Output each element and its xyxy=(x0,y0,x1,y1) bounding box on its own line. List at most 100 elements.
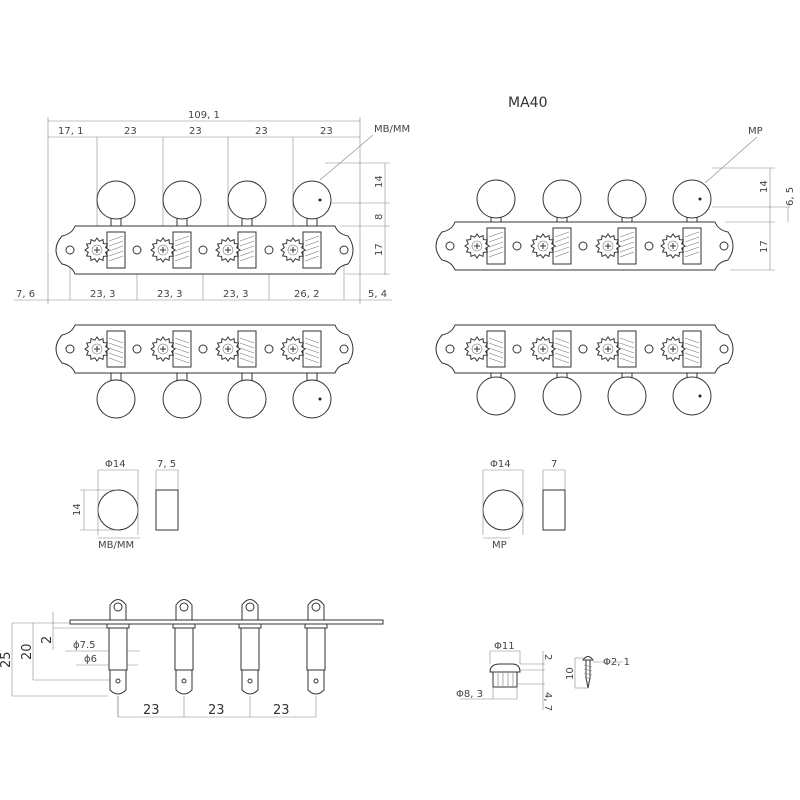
bushing-d11: Φ11 xyxy=(494,641,515,652)
callout-mp: MP xyxy=(748,126,763,137)
mount-hole xyxy=(719,344,729,354)
tuner xyxy=(215,180,267,269)
tuner-button xyxy=(476,179,516,219)
mbmm-height: 14 xyxy=(72,503,83,516)
mount-hole xyxy=(512,241,522,251)
mount-hole xyxy=(264,245,274,255)
dim-top-2: 23 xyxy=(189,126,202,137)
top-right-dimensions: MP 14 6, 5 17 xyxy=(704,126,796,271)
tuner xyxy=(150,180,202,269)
mbmm-diameter: Φ14 xyxy=(105,459,126,470)
mp-diameter: Φ14 xyxy=(490,459,511,470)
dim-bot-1: 23, 3 xyxy=(90,289,115,300)
mbmm-label: MB/MM xyxy=(98,540,134,551)
tuner xyxy=(530,330,582,416)
dim-v-1: 8 xyxy=(374,214,385,220)
tuner xyxy=(84,180,136,269)
dim-bot-5: 5, 4 xyxy=(368,289,387,300)
tuner xyxy=(660,179,712,265)
mount-hole xyxy=(719,241,729,251)
callout-mbmm: MB/MM xyxy=(374,124,410,135)
mount-hole xyxy=(644,241,654,251)
mount-hole xyxy=(445,241,455,251)
mount-hole xyxy=(578,241,588,251)
side-post xyxy=(304,599,328,717)
side-d75: ϕ7.5 xyxy=(73,640,96,651)
tuner-button xyxy=(162,379,202,419)
mount-hole xyxy=(132,245,142,255)
mp-thickness: 7 xyxy=(551,459,557,470)
tuner xyxy=(530,179,582,265)
side-sp-2: 23 xyxy=(273,703,290,718)
dim-top-1: 23 xyxy=(124,126,137,137)
dim-bot-4: 26, 2 xyxy=(294,289,319,300)
button-detail-mbmm: Φ14 7, 5 14 MB/MM xyxy=(72,459,179,551)
side-h20: 20 xyxy=(20,643,35,660)
tuner-strip xyxy=(435,179,734,271)
tuner xyxy=(280,330,332,419)
tuner-button xyxy=(96,180,136,220)
mount-hole xyxy=(132,344,142,354)
mount-hole xyxy=(339,344,349,354)
mbmm-thickness: 7, 5 xyxy=(157,459,176,470)
bushing-h2: 2 xyxy=(542,654,553,660)
dim-overall: 109, 1 xyxy=(188,110,220,121)
tuner xyxy=(464,330,516,416)
dim-v-2: 17 xyxy=(374,243,385,256)
tuner-strip xyxy=(435,324,734,416)
tuner-button xyxy=(607,376,647,416)
dim-r-v-1: 6, 5 xyxy=(785,187,796,206)
mount-hole xyxy=(512,344,522,354)
tuner-button xyxy=(292,180,332,220)
bushing-h47: 4, 7 xyxy=(542,692,553,711)
mount-hole xyxy=(445,344,455,354)
tuner-button xyxy=(672,376,712,416)
tuner-button xyxy=(292,379,332,419)
side-view: 25 20 2 ϕ7.5 ϕ6 23 23 23 xyxy=(0,599,384,718)
tuner xyxy=(84,330,136,419)
bushing-d83: Φ8, 3 xyxy=(456,689,483,700)
tuner-button xyxy=(542,179,582,219)
screw-len: 10 xyxy=(565,667,576,680)
button-detail-mp: Φ14 7 MP xyxy=(482,459,566,551)
tuner xyxy=(660,330,712,416)
tuner-button xyxy=(227,180,267,220)
mount-hole xyxy=(339,245,349,255)
tuner xyxy=(280,180,332,269)
tuner xyxy=(464,179,516,265)
tuner-button xyxy=(672,179,712,219)
mount-hole xyxy=(65,344,75,354)
screw-d21: Φ2, 1 xyxy=(603,657,630,668)
dim-top-0: 17, 1 xyxy=(58,126,83,137)
tuner-button xyxy=(476,376,516,416)
tuner xyxy=(150,330,202,419)
dim-bot-2: 23, 3 xyxy=(157,289,182,300)
dim-r-v-0: 14 xyxy=(759,180,770,193)
mount-hole xyxy=(65,245,75,255)
tuner-strips xyxy=(55,179,734,419)
side-sp-1: 23 xyxy=(208,703,225,718)
model-title: MA40 xyxy=(508,95,547,111)
tuner-button xyxy=(162,180,202,220)
dim-bot-0: 7, 6 xyxy=(16,289,35,300)
dim-top-4: 23 xyxy=(320,126,333,137)
dim-r-v-2: 17 xyxy=(759,240,770,253)
side-post xyxy=(106,599,130,717)
mp-label: MP xyxy=(492,540,507,551)
side-d6: ϕ6 xyxy=(84,654,97,665)
tuner xyxy=(595,179,647,265)
mount-hole xyxy=(264,344,274,354)
mount-hole xyxy=(198,245,208,255)
side-post xyxy=(172,599,196,717)
dim-top-3: 23 xyxy=(255,126,268,137)
tuner-strip xyxy=(55,324,354,419)
bushing-detail: Φ11 2 Φ8, 3 4, 7 xyxy=(456,641,553,711)
tuner-button xyxy=(542,376,582,416)
tuner xyxy=(595,330,647,416)
mount-hole xyxy=(198,344,208,354)
mount-hole xyxy=(578,344,588,354)
mount-hole xyxy=(644,344,654,354)
tuner-button xyxy=(227,379,267,419)
